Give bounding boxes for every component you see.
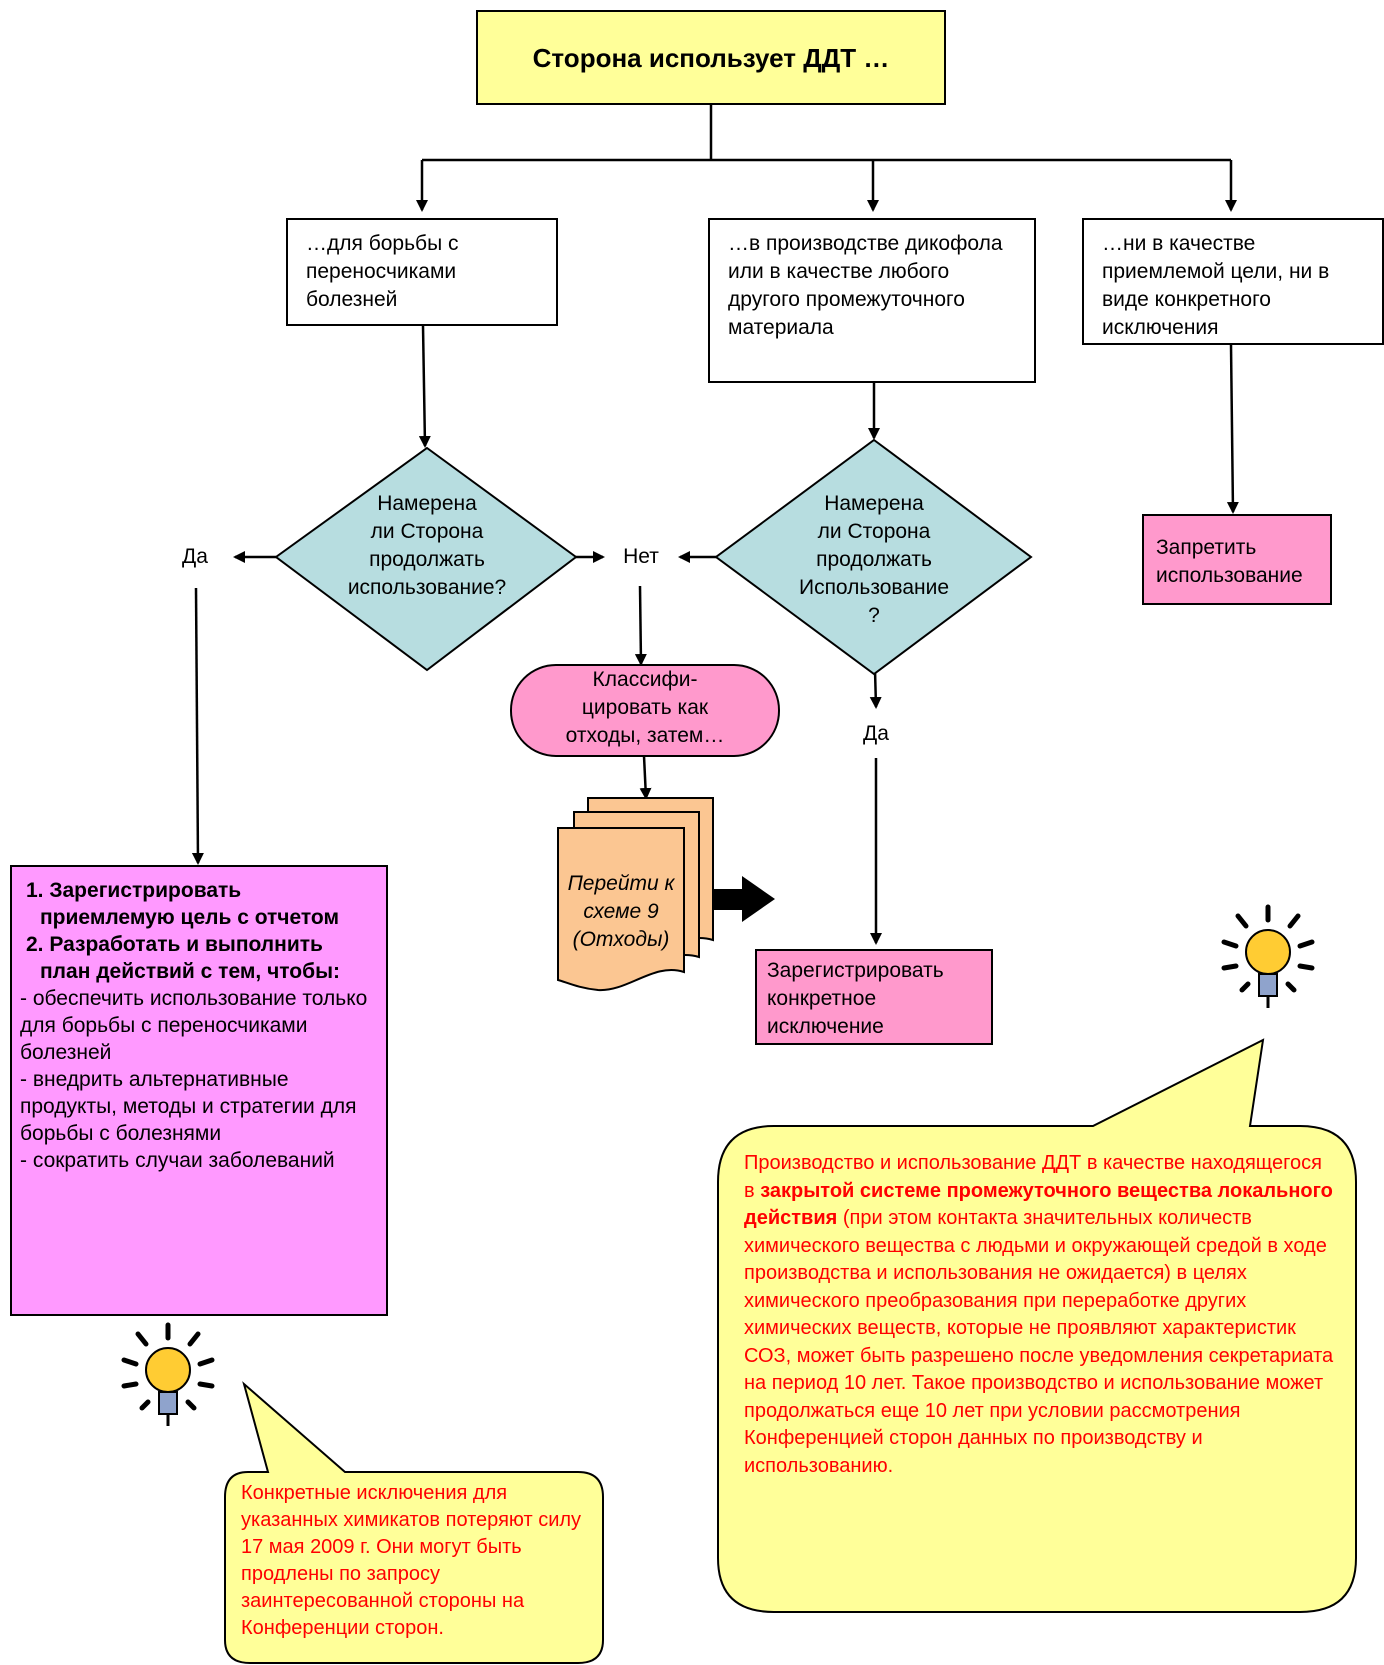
classify-terminator — [510, 664, 780, 757]
callout-right-shape — [717, 1038, 1357, 1613]
action-plan-box: 1. Зарегистрировать приемлемую цель с от… — [10, 865, 388, 1316]
branch-none-box: …ни в качестве приемлемой цели, ни в вид… — [1082, 218, 1384, 345]
callout-left-text: Конкретные исключения для указанных хими… — [241, 1482, 582, 1639]
lightbulb-icon — [121, 1322, 215, 1426]
goto-big-arrow — [712, 876, 775, 922]
label-yes-right: Да — [863, 722, 889, 745]
action-item-2: 2. Разработать и выполнить план действий… — [26, 933, 340, 983]
action-bullet-1: - обеспечить использование только для бо… — [20, 987, 368, 1064]
prohibit-box: Запретить использование — [1142, 514, 1332, 605]
callout-left-shape — [224, 1381, 604, 1664]
branch-vector-box: …для борьбы с переносчиками болезней — [286, 218, 558, 326]
action-bullet-3: - сократить случаи заболеваний — [20, 1149, 335, 1172]
branch-dicofol-box: …в производстве дикофола или в качестве … — [708, 218, 1036, 383]
register-exemption-box: Зарегистрировать конкретное исключение — [755, 949, 993, 1045]
label-yes-left: Да — [182, 545, 208, 568]
connectors — [191, 105, 1239, 945]
goto-scheme9-document — [557, 797, 714, 992]
decision-diamond-2 — [714, 438, 1033, 676]
lightbulb-icon — [1221, 904, 1315, 1008]
label-no: Нет — [623, 545, 659, 568]
action-bullet-2: - внедрить альтернативные продукты, мето… — [20, 1068, 357, 1145]
action-item-1: 1. Зарегистрировать приемлемую цель с от… — [26, 879, 339, 929]
start-box: Сторона использует ДДТ … — [476, 10, 946, 105]
decision-diamond-1 — [274, 446, 578, 672]
callout-right-text: Производство и использование ДДТ в качес… — [744, 1152, 1334, 1477]
